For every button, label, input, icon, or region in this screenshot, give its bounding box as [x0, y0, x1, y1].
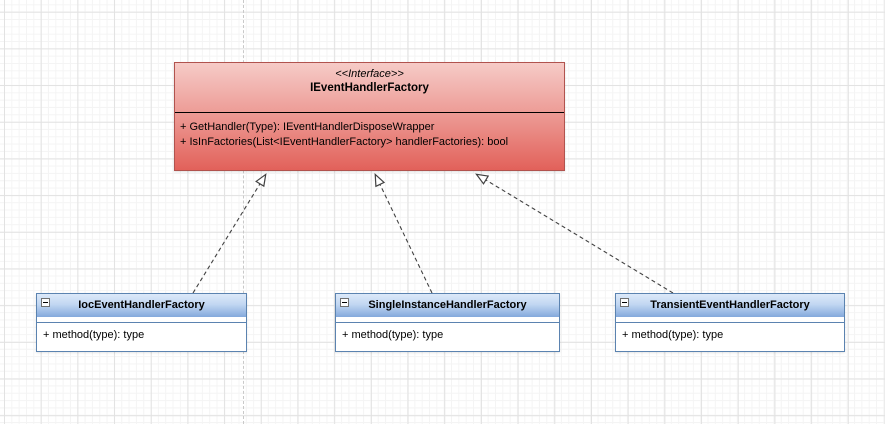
collapse-minus-icon[interactable] — [620, 298, 629, 307]
compartment-divider — [37, 317, 246, 323]
interface-stereotype: <<Interface>> — [335, 68, 404, 80]
class-header: SingleInstanceHandlerFactory — [336, 294, 559, 317]
class-node-singleinstancehandlerfactory[interactable]: SingleInstanceHandlerFactory + method(ty… — [335, 293, 560, 352]
class-method: + method(type): type — [43, 329, 145, 341]
interface-methods-compartment: + GetHandler(Type): IEventHandlerDispose… — [175, 113, 564, 150]
class-header: TransientEventHandlerFactory — [616, 294, 844, 317]
compartment-divider — [175, 112, 564, 113]
class-methods-compartment: + method(type): type — [37, 323, 246, 343]
compartment-divider — [616, 317, 844, 323]
class-name: TransientEventHandlerFactory — [650, 299, 810, 311]
class-name: SingleInstanceHandlerFactory — [368, 299, 527, 311]
class-method: + method(type): type — [342, 329, 444, 341]
realization-edge-transient[interactable] — [476, 174, 674, 294]
class-node-transienteventhandlerfactory[interactable]: TransientEventHandlerFactory + method(ty… — [615, 293, 845, 352]
interface-node-ieventhandlerfactory[interactable]: <<Interface>> IEventHandlerFactory + Get… — [174, 62, 565, 171]
page-break-line — [243, 0, 244, 424]
realization-edge-ioc[interactable] — [192, 174, 266, 294]
class-name: IocEventHandlerFactory — [78, 299, 205, 311]
interface-name: IEventHandlerFactory — [310, 82, 429, 94]
collapse-minus-icon[interactable] — [340, 298, 349, 307]
interface-method: + IsInFactories(List<IEventHandlerFactor… — [180, 136, 509, 148]
class-header: IocEventHandlerFactory — [37, 294, 246, 317]
class-methods-compartment: + method(type): type — [336, 323, 559, 343]
collapse-minus-icon[interactable] — [41, 298, 50, 307]
class-methods-compartment: + method(type): type — [616, 323, 844, 343]
class-method: + method(type): type — [622, 329, 724, 341]
interface-method: + GetHandler(Type): IEventHandlerDispose… — [180, 121, 435, 133]
realization-edge-singleinstance[interactable] — [374, 174, 433, 294]
compartment-divider — [336, 317, 559, 323]
interface-title-compartment: <<Interface>> IEventHandlerFactory — [175, 63, 564, 112]
class-node-ioceventhandlerfactory[interactable]: IocEventHandlerFactory + method(type): t… — [36, 293, 247, 352]
